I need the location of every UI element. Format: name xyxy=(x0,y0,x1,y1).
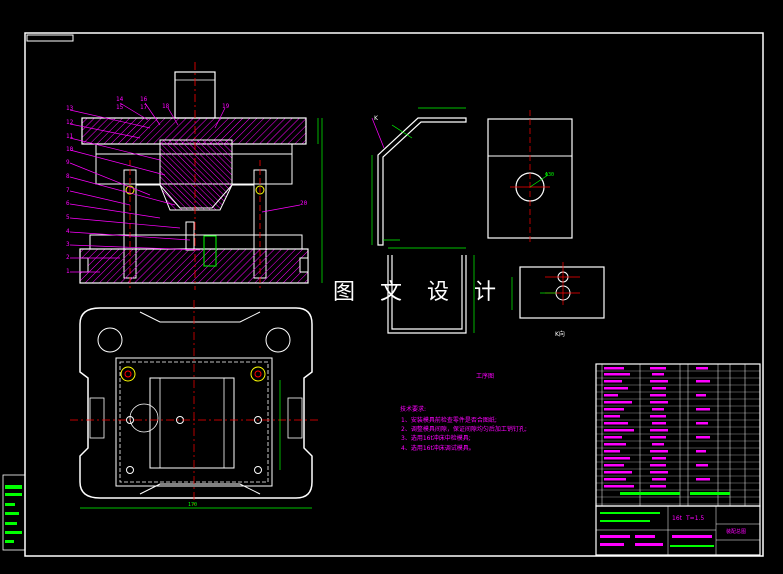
title-press: 16t xyxy=(672,515,683,522)
u-part-view xyxy=(387,247,475,334)
part-number: 19 xyxy=(222,103,230,110)
part-number: 5 xyxy=(66,214,70,221)
part-number: 8 xyxy=(66,173,70,180)
title-thickness: T=1.5 xyxy=(685,515,704,522)
k-view-marker: K xyxy=(374,115,379,122)
tech-req-title: 技术要求: xyxy=(400,405,426,413)
watermark-text: 图 文 设 计 xyxy=(333,280,505,305)
part-number: 11 xyxy=(66,133,74,140)
part-number: 4 xyxy=(66,228,70,235)
part-front-view xyxy=(487,110,573,245)
part-number: 17 xyxy=(140,104,148,111)
part-number: 10 xyxy=(66,146,74,153)
drawing-frame xyxy=(24,32,764,557)
part-number: 14 xyxy=(116,96,124,103)
k-view xyxy=(511,262,605,319)
bent-part-view xyxy=(371,107,467,246)
tech-req-item: 3、选用16t冲床中检模具; xyxy=(401,434,471,442)
k-view-label: K向 xyxy=(555,330,565,338)
part-number: 6 xyxy=(66,200,70,207)
technical-requirements: 技术要求: 1、安装模具前检查零件是否合图纸; 2、调整模具间隙，保证间隙均匀后… xyxy=(400,405,527,452)
part-number-labels: 13 12 11 10 9 8 7 6 5 4 3 2 1 14 15 16 1… xyxy=(66,96,308,275)
assembly-section-view xyxy=(69,62,323,290)
part-number: 1 xyxy=(66,268,70,275)
part-number: 15 xyxy=(116,104,124,111)
parts-list-table xyxy=(595,363,761,556)
part-number: 3 xyxy=(66,241,70,248)
part-number: 2 xyxy=(66,254,70,261)
part-number: 9 xyxy=(66,159,70,166)
part-number: 7 xyxy=(66,187,70,194)
base-width-dimension: 170 xyxy=(188,502,197,508)
part-number: 13 xyxy=(66,105,74,112)
tech-req-item: 1、安装模具前检查零件是否合图纸; xyxy=(401,416,497,424)
part-number: 12 xyxy=(66,119,74,126)
margin-stamp xyxy=(2,474,26,551)
hole-diameter-dimension: Φ30 xyxy=(545,172,554,178)
process-chart-label: 工序图 xyxy=(476,372,494,380)
part-number: 16 xyxy=(140,96,148,103)
part-number: 20 xyxy=(300,200,308,207)
tech-req-item: 4、选用16t冲床调试模具。 xyxy=(401,444,475,452)
tech-req-item: 2、调整模具间隙，保证间隙均匀后加工销钉孔; xyxy=(401,425,527,433)
title-drawing-name: 装配总图 xyxy=(726,528,746,535)
plan-view xyxy=(70,300,320,509)
part-number: 18 xyxy=(162,103,170,110)
